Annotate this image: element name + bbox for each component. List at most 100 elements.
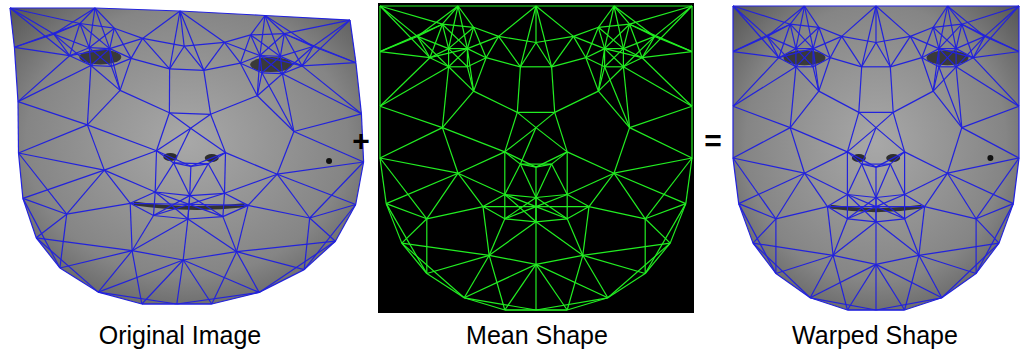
mesh-line <box>933 27 956 48</box>
mesh-line <box>237 205 249 251</box>
mesh-line <box>608 274 645 298</box>
face-skin <box>733 6 1019 310</box>
mesh-line <box>905 173 948 194</box>
mesh-line <box>284 34 313 47</box>
mesh-line <box>223 193 225 216</box>
mesh-line <box>180 11 265 16</box>
mesh-line <box>310 218 336 241</box>
mesh-line <box>89 48 111 67</box>
mesh-line <box>277 162 363 174</box>
mesh-line <box>259 270 304 293</box>
mesh-line <box>154 192 156 216</box>
mesh-line <box>380 158 427 219</box>
mesh-line <box>976 243 999 273</box>
mesh-line <box>1018 52 1019 107</box>
mesh-line <box>184 42 224 46</box>
mesh-line <box>999 204 1013 244</box>
mesh-line <box>733 5 805 6</box>
mesh-line <box>449 49 468 67</box>
mesh-line <box>386 204 427 274</box>
mesh-line <box>827 207 847 219</box>
mesh-line <box>505 112 518 151</box>
mesh-line <box>155 151 156 192</box>
mesh-line <box>142 260 183 304</box>
mesh-line <box>614 6 655 36</box>
mesh-line <box>833 222 876 256</box>
mesh-line <box>805 6 814 49</box>
mesh-line <box>810 298 876 310</box>
mesh-line <box>567 195 568 219</box>
mesh-line <box>623 36 654 66</box>
mesh-line <box>277 174 310 218</box>
mesh-line <box>536 298 608 310</box>
mesh-line <box>598 49 604 92</box>
mesh-line <box>876 206 925 207</box>
mesh-line <box>819 58 830 91</box>
mesh-line <box>670 204 686 244</box>
mesh-line <box>623 67 629 128</box>
mesh-line <box>630 106 692 127</box>
mesh-line <box>260 56 283 74</box>
mesh-line <box>536 206 589 207</box>
mesh-line <box>60 268 98 292</box>
mesh-line <box>486 36 499 57</box>
mesh-line <box>875 6 876 43</box>
mesh-line <box>464 298 536 310</box>
mesh-line <box>449 66 468 67</box>
mesh-line <box>753 243 810 298</box>
mesh-line <box>645 158 692 219</box>
mesh-line <box>282 74 294 132</box>
mesh-line <box>467 49 473 92</box>
mesh-line <box>552 164 568 194</box>
mesh-line <box>813 36 842 48</box>
mesh-line <box>70 56 91 66</box>
mesh-line <box>89 48 91 66</box>
mesh-line <box>302 66 361 114</box>
mesh-line <box>939 49 956 67</box>
mesh-line <box>14 47 69 55</box>
mesh-line <box>876 219 905 222</box>
mesh-line <box>573 36 604 48</box>
mesh-line <box>402 243 427 273</box>
mesh-line <box>380 52 430 58</box>
mesh-line <box>80 24 110 49</box>
mesh-line <box>174 128 191 163</box>
mesh-line <box>605 6 614 49</box>
mesh-line <box>847 152 848 195</box>
mesh-line <box>875 264 876 310</box>
mesh-line <box>733 52 779 58</box>
mesh-line <box>796 49 813 67</box>
mesh-line <box>91 65 112 67</box>
mesh-line <box>893 112 904 151</box>
mesh-line <box>262 72 283 74</box>
mesh-line <box>130 203 153 215</box>
mesh-line <box>642 52 692 58</box>
mesh-line <box>536 36 573 42</box>
mesh-line <box>89 47 110 49</box>
mesh-line <box>190 164 209 196</box>
mesh-line <box>23 198 36 237</box>
mesh-line <box>933 24 962 27</box>
mesh-line <box>910 36 922 57</box>
mesh-line <box>430 58 449 67</box>
mesh-line <box>733 24 790 51</box>
mesh-line <box>905 152 948 173</box>
mesh-line <box>60 251 132 268</box>
mesh-line <box>598 27 623 48</box>
mesh-line <box>956 67 1019 107</box>
mesh-line <box>282 47 313 74</box>
mesh-line <box>89 28 114 48</box>
mesh-line <box>180 11 204 70</box>
mean-shape-panel <box>378 3 694 313</box>
mesh-line <box>776 173 805 219</box>
mesh-line <box>536 128 567 152</box>
mesh-line <box>87 90 120 125</box>
mesh-line <box>876 198 905 219</box>
mesh-line <box>973 6 1019 58</box>
mesh-line <box>813 49 819 92</box>
mesh-line <box>120 58 131 90</box>
mesh-line <box>517 67 520 113</box>
mesh-line <box>598 91 629 128</box>
mesh-line <box>842 36 876 42</box>
mesh-line <box>380 158 458 173</box>
